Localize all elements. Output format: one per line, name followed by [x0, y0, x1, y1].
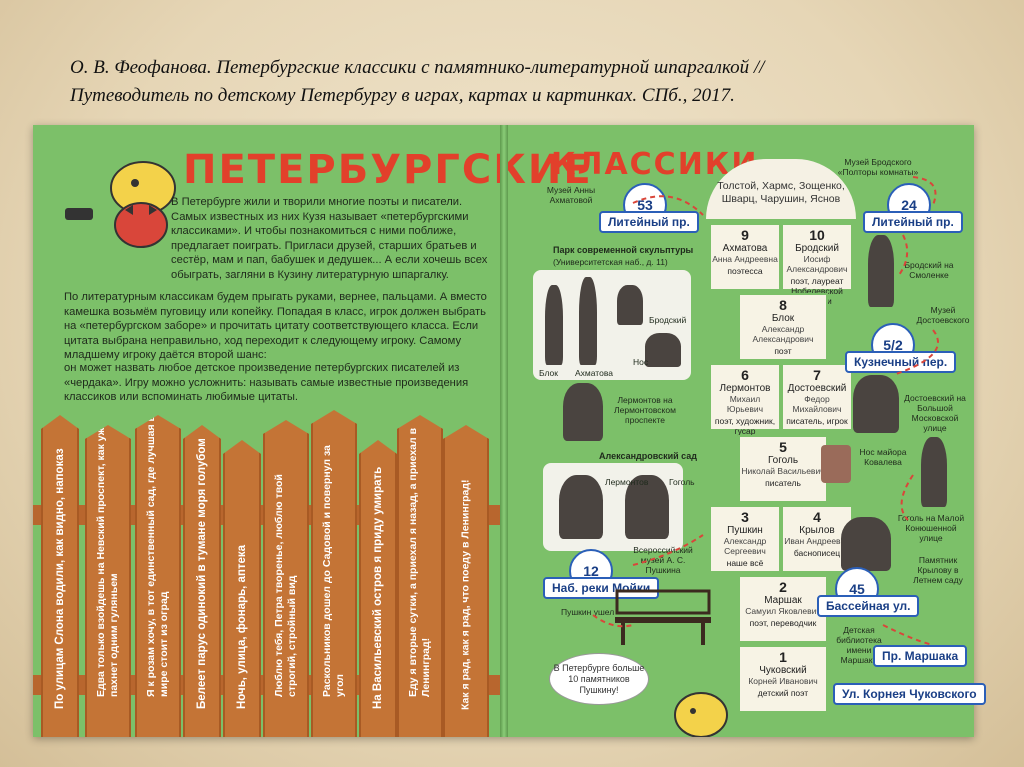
intro-paragraph-1: В Петербурге жили и творили многие поэты… [171, 196, 488, 281]
statue-dostoevsky [853, 375, 899, 433]
street-sign-basseynaya: Бассейная ул. [817, 595, 920, 617]
label-park: Парк современной скульптуры [553, 245, 694, 255]
label-park-address: (Университетская наб., д. 11) [553, 257, 668, 267]
mascot-elephant-icon [65, 161, 176, 248]
intro-paragraph-2: По литературным классикам будем прыгать … [64, 291, 487, 361]
book-spread: ПЕТЕРБУРГСКИЕ В Петербурге жили и творил… [33, 125, 986, 737]
caption-line-2: Путеводитель по детскому Петербургу в иг… [70, 85, 735, 106]
fence-plank-6: Люблю тебя, Петра творенье, люблю твой с… [263, 420, 309, 737]
label-brodsky-smolensk: Бродский на Смоленке [904, 260, 954, 280]
label-akhmatova-museum: Музей Анны Ахматовой [546, 185, 596, 205]
sculpture-label-akhmatova: Ахматова [575, 368, 613, 378]
statue-akhmatova [579, 277, 597, 365]
statue-lermontov [563, 383, 603, 441]
label-gogol-konyushennaya: Гоголь на Малой Конюшенной улице [897, 513, 965, 543]
bust-label-gogol: Гоголь [669, 477, 695, 487]
bust-label-lermontov: Лермонтов [605, 477, 649, 487]
bench-icon [615, 589, 711, 645]
bust-gogol [625, 475, 669, 539]
fence-plank-7: Раскольников дошел до Садовой и повернул… [311, 410, 357, 737]
caption-line-1: О. В. Феофанова. Петербургские классики … [70, 57, 765, 78]
label-dostoevsky-moscow: Достоевский на Большой Московской улице [904, 393, 966, 433]
label-lermontov: Лермонтов на Лермонтовском проспекте [614, 395, 676, 425]
label-krylov: Памятник Крылову в Летнем саду [913, 555, 963, 585]
fence-plank-2: Едва только взойдешь на Невский проспект… [85, 425, 131, 737]
intro-paragraph-3: он может назвать любое детское произведе… [64, 362, 469, 403]
left-title: ПЕТЕРБУРГСКИЕ [183, 147, 593, 193]
sculpture-label-blok: Блок [539, 368, 558, 378]
street-sign-chukovskogo: Ул. Корнея Чуковского [833, 683, 986, 705]
fence-plank-10: Как я рад, как я рад, что поеду в Ленинг… [443, 425, 489, 737]
label-pushkin-left: Пушкин ушел [561, 607, 615, 617]
sculpture-label-brodsky: Бродский [649, 315, 687, 325]
statue-krylov [841, 517, 891, 571]
label-nose: Нос майора Ковалева [859, 447, 907, 467]
street-sign-marshaka: Пр. Маршака [873, 645, 968, 667]
speech-bubble: В Петербурге больше 10 памятников Пушкин… [549, 653, 649, 705]
sculpture-label-nose: Нос [633, 357, 649, 367]
statue-nose [645, 333, 681, 367]
fence-plank-8: На Васильевский остров я приду умирать [359, 440, 397, 737]
route-arrows [592, 176, 939, 646]
statue-blok [545, 285, 563, 365]
street-sign-liteyny-left: Литейный пр. [599, 211, 699, 233]
statue-brodsky [617, 285, 643, 325]
bust-lermontov [559, 475, 603, 539]
fence-plank-5: Ночь, улица, фонарь, аптека [223, 440, 261, 737]
statue-brodsky-smolensk [868, 235, 894, 307]
fence-plank-1: По улицам Слона водили, как видно, напок… [41, 415, 79, 737]
fence-plank-3: Я к розам хочу, в тот единственный сад, … [135, 415, 181, 737]
label-brodsky-museum: Музей Бродского «Полторы комнаты» [837, 157, 919, 177]
fence-plank-4: Белеет парус одинокий в тумане моря голу… [183, 425, 221, 737]
label-dostoevsky-museum: Музей Достоевского [916, 305, 970, 325]
book-spine [500, 125, 508, 737]
citation-caption: О. В. Феофанова. Петербургские классики … [70, 54, 970, 110]
street-sign-liteyny-right: Литейный пр. [863, 211, 963, 233]
mascot-elephant-small-icon [674, 692, 728, 737]
statue-gogol [921, 437, 947, 507]
nose-relief [821, 445, 851, 483]
label-library: Детская библиотека имени Маршака [836, 625, 882, 665]
fence-plank-9: Еду я вторые сутки, а приехал я назад, а… [397, 415, 443, 737]
label-alexandrovsky-garden: Александровский сад [599, 451, 697, 461]
label-pushkin-museum: Всероссийский музей А. С. Пушкина [633, 545, 693, 575]
